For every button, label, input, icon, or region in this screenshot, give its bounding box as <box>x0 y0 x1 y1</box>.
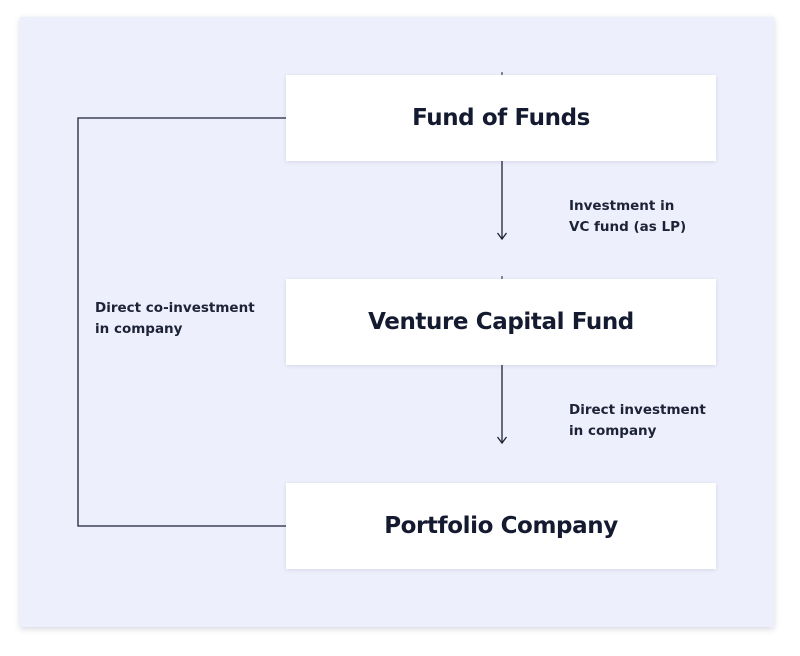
edge-label-line: in company <box>569 423 657 439</box>
edge-label-line: Direct investment <box>569 402 706 418</box>
edge-label-lp-investment: Investment in VC fund (as LP) <box>569 196 686 238</box>
arrowhead-vc-to-pc <box>496 436 508 445</box>
node-label: Venture Capital Fund <box>368 309 634 335</box>
node-portfolio-company: Portfolio Company <box>286 483 716 569</box>
node-label: Fund of Funds <box>412 105 590 131</box>
node-venture-capital-fund: Venture Capital Fund <box>286 279 716 365</box>
edge-label-line: Investment in <box>569 198 675 214</box>
node-label: Portfolio Company <box>384 513 618 539</box>
arrowhead-fof-to-vc <box>496 232 508 241</box>
edge-label-line: in company <box>95 321 183 337</box>
node-fund-of-funds: Fund of Funds <box>286 75 716 161</box>
edge-fof-to-pc <box>77 117 286 527</box>
edge-label-direct-investment: Direct investment in company <box>569 400 706 442</box>
edge-label-line: VC fund (as LP) <box>569 219 687 235</box>
edge-label-co-investment: Direct co-investment in company <box>95 298 255 340</box>
edge-label-line: Direct co-investment <box>95 300 255 316</box>
